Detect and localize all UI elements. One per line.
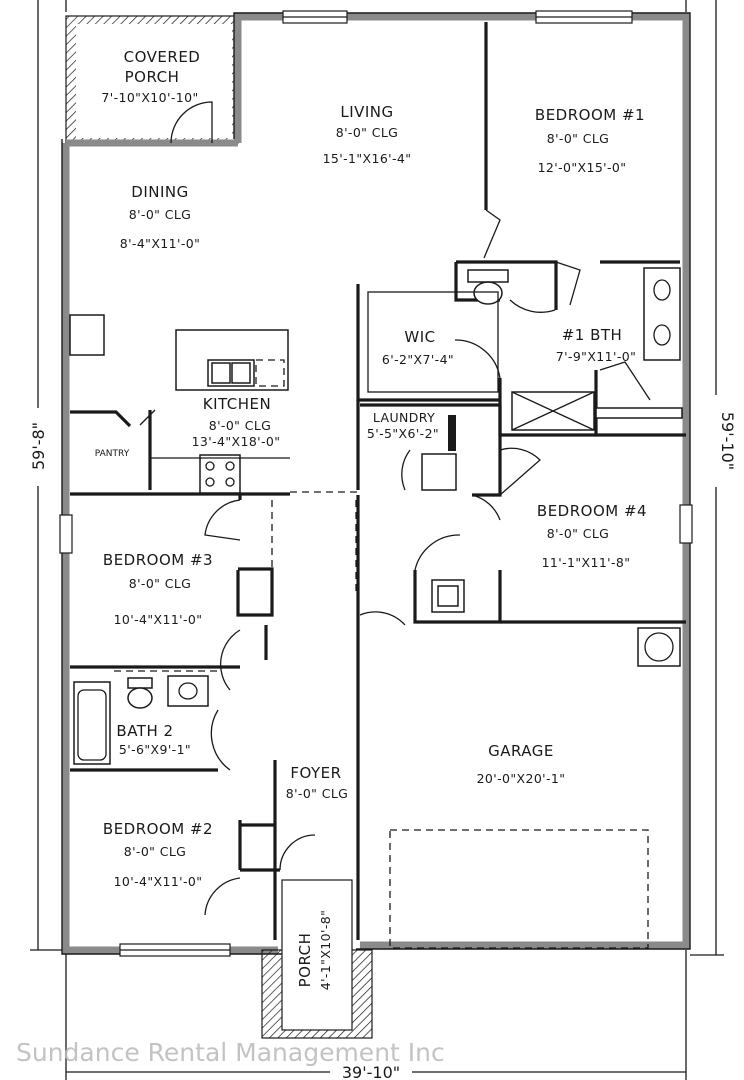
left-dimension: 59'-8" [29, 422, 48, 470]
bath2-toilet-icon [127, 687, 153, 709]
kitchen-clg: 8'-0" CLG [209, 418, 272, 433]
laundry-size: 5'-5"X6'-2" [367, 426, 439, 441]
interior-walls [70, 22, 686, 940]
hvac-icon [644, 632, 674, 662]
covered-porch-label: COVERED [124, 48, 201, 66]
foyer-label: FOYER [290, 764, 341, 782]
kitchen-size: 13'-4"X18'-0" [192, 434, 281, 449]
living-label: LIVING [340, 103, 393, 121]
bedroom4-clg: 8'-0" CLG [547, 526, 610, 541]
bottom-dimension: 39'-10" [342, 1063, 400, 1080]
vanity-icon [643, 267, 681, 361]
bath2-label: BATH 2 [116, 722, 173, 740]
bedroom4-label: BEDROOM #4 [537, 502, 647, 520]
dimension-labels: 59'-8" 59'-10" 39'-10" [26, 395, 737, 1080]
bedroom2-clg: 8'-0" CLG [124, 844, 187, 859]
dashed-openings [271, 491, 649, 949]
pantry-label: PANTRY [95, 449, 130, 459]
wic-label: WIC [404, 328, 435, 346]
room-labels: COVERED PORCH 7'-10"X10'-10" LIVING 8'-0… [95, 48, 647, 990]
toilet-tank-icon [467, 269, 509, 283]
bedroom3-label: BEDROOM #3 [103, 551, 213, 569]
dining-label: DINING [131, 183, 188, 201]
bedroom1-clg: 8'-0" CLG [547, 131, 610, 146]
toilet-icon [473, 281, 503, 305]
porch-label: PORCH [296, 933, 314, 988]
garage-label: GARAGE [488, 742, 554, 760]
bedroom1-label: BEDROOM #1 [535, 106, 645, 124]
living-clg: 8'-0" CLG [336, 125, 399, 140]
front-porch [261, 879, 373, 1039]
bath2-sink-icon [167, 675, 209, 707]
bath2-size: 5'-6"X9'-1" [119, 742, 191, 757]
bath1-size: 7'-9"X11'-0" [556, 349, 637, 364]
laundry-label: LAUNDRY [373, 410, 435, 425]
exterior-walls [59, 10, 693, 957]
right-dimension: 59'-10" [718, 412, 737, 470]
porch-size: 4'-1"X10'-8" [318, 910, 333, 991]
bedroom4-size: 11'-1"X11'-8" [542, 555, 631, 570]
bedroom2-label: BEDROOM #2 [103, 820, 213, 838]
bedroom3-size: 10'-4"X11'-0" [114, 612, 203, 627]
washer-icon [421, 453, 457, 491]
watermark: Sundance Rental Management Inc [16, 1038, 445, 1067]
bedroom1-size: 12'-0"X15'-0" [538, 160, 627, 175]
covered-porch-size: 7'-10"X10'-10" [101, 90, 198, 105]
bathtub-icon [73, 681, 111, 765]
bedroom2-size: 10'-4"X11'-0" [114, 874, 203, 889]
dining-size: 8'-4"X11'-0" [120, 236, 201, 251]
wic-size: 6'-2"X7'-4" [382, 352, 454, 367]
dishwasher-icon [255, 359, 285, 387]
covered-porch-label-2: PORCH [125, 68, 180, 86]
kitchen-label: KITCHEN [203, 395, 272, 413]
garage-size: 20'-0"X20'-1" [477, 771, 566, 786]
foyer-clg: 8'-0" CLG [286, 786, 349, 801]
bath1-label: #1 BTH [562, 326, 623, 344]
dining-clg: 8'-0" CLG [129, 207, 192, 222]
bedroom3-clg: 8'-0" CLG [129, 576, 192, 591]
fixtures [69, 267, 683, 765]
doors [139, 101, 651, 916]
stove-icon [199, 454, 241, 494]
living-size: 15'-1"X16'-4" [323, 151, 412, 166]
